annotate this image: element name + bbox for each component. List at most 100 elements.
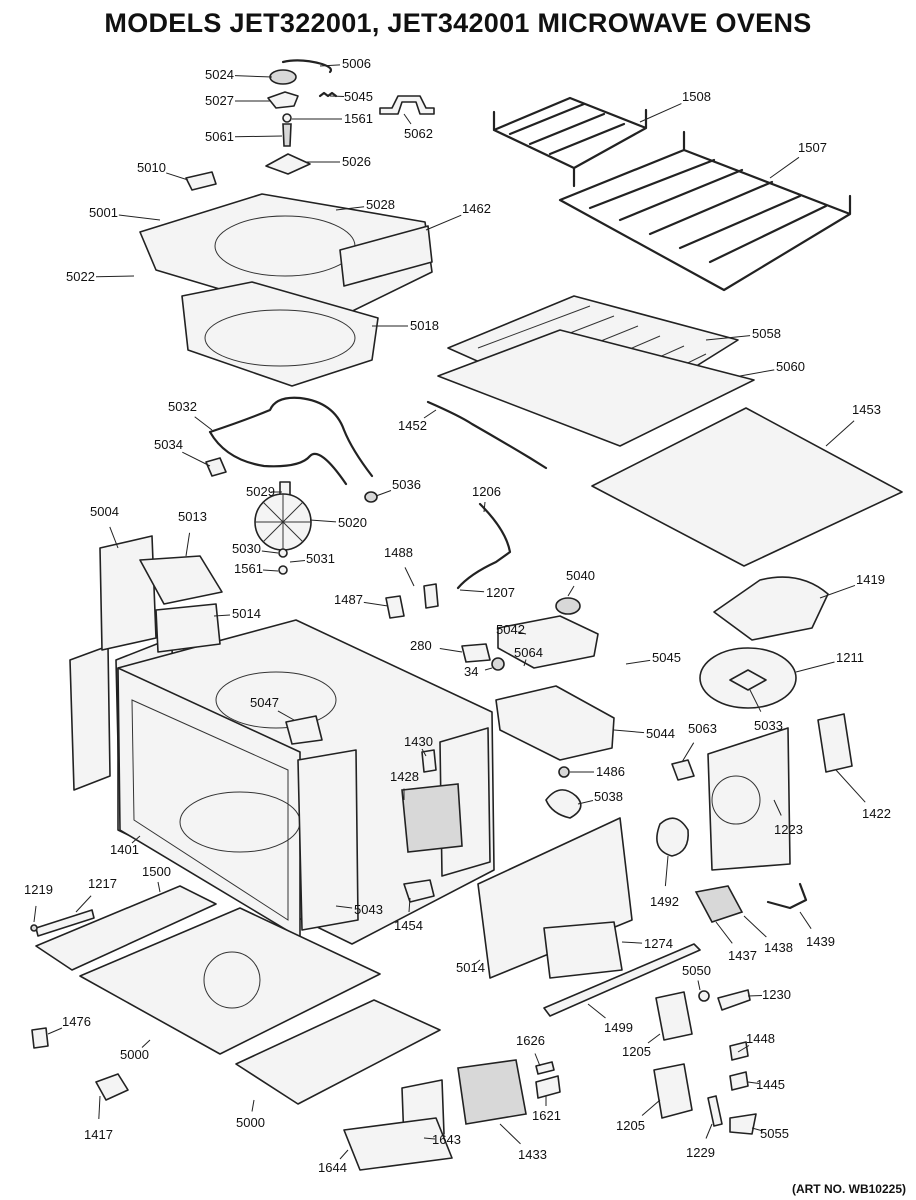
part-callout: 5000 <box>120 1039 151 1062</box>
part-callout: 5022 <box>66 269 135 284</box>
door-frame-rail <box>543 943 701 1017</box>
support-bracket-5043 <box>297 749 359 931</box>
callout-leader <box>664 855 669 887</box>
callout-label: 1462 <box>462 201 491 216</box>
glass-shelf <box>591 407 903 567</box>
part-callout: 1492 <box>650 855 679 909</box>
vent-grille <box>339 225 433 287</box>
callout-leader <box>739 369 775 377</box>
part-callout: 5014 <box>456 959 485 975</box>
part-callout: 5064 <box>514 645 543 667</box>
callout-label: 5036 <box>392 477 421 492</box>
stirrer-cover <box>181 281 379 387</box>
callout-leader <box>339 1149 349 1160</box>
part-callout: 1561 <box>292 111 373 126</box>
callout-leader <box>375 490 392 497</box>
label-5063 <box>671 759 695 781</box>
callout-leader <box>131 835 141 844</box>
fan-shroud <box>713 576 829 641</box>
part-callout: 1487 <box>334 592 389 607</box>
part-callout: 1644 <box>318 1149 349 1175</box>
callout-label: 1644 <box>318 1160 347 1175</box>
base-panel-1500 <box>35 885 217 971</box>
callout-leader <box>517 631 527 635</box>
callout-leader <box>234 75 273 78</box>
part-callout: 1433 <box>499 1123 547 1162</box>
callout-leader <box>587 1003 606 1019</box>
callout-leader <box>474 959 481 965</box>
fan-motor <box>694 885 744 923</box>
callout-label: 5018 <box>410 318 439 333</box>
callout-label: 34 <box>464 664 478 679</box>
callout-leader <box>166 172 189 181</box>
callout-label: 5038 <box>594 789 623 804</box>
turntable-hub <box>729 669 767 691</box>
spring-5050 <box>698 990 710 1002</box>
callout-leader <box>363 601 389 607</box>
callout-label: 5058 <box>752 326 781 341</box>
callout-leader <box>157 881 161 893</box>
part-callout: 1626 <box>516 1033 545 1067</box>
mode-plate <box>285 715 323 745</box>
small-wire-rack <box>492 96 648 188</box>
callout-label: 1419 <box>856 572 885 587</box>
mounting-strap <box>379 95 435 115</box>
stirrer-pulley <box>269 69 297 85</box>
callout-leader <box>747 995 763 997</box>
callout-label: 5010 <box>137 160 166 175</box>
part-callout: 5030 <box>232 541 279 556</box>
callout-labels: 5006502450455027156150625061502650101508… <box>24 56 891 1175</box>
part-callout: 1205 <box>622 1033 661 1059</box>
callout-leader <box>799 911 812 929</box>
callout-label: 1274 <box>644 936 673 951</box>
lever-1229 <box>707 1095 723 1127</box>
callout-label: 1453 <box>852 402 881 417</box>
part-callout: 1499 <box>587 1003 633 1035</box>
callout-label: 1430 <box>404 734 433 749</box>
part-callout: 5018 <box>372 318 439 333</box>
side-bracket-5004 <box>99 535 157 651</box>
fan-clip <box>278 565 288 575</box>
diagram-title: MODELS JET322001, JET342001 MICROWAVE OV… <box>104 8 812 38</box>
element-nut <box>364 491 378 503</box>
callout-label: 1206 <box>472 484 501 499</box>
callout-leader <box>681 742 695 763</box>
broiler-pan <box>437 329 755 447</box>
part-callout: 34 <box>464 664 493 679</box>
part-callout: 1500 <box>142 864 171 893</box>
part-callout: 5014 <box>213 606 261 621</box>
fan-motor-opening <box>711 775 761 825</box>
callout-leader <box>621 941 643 944</box>
fan-blade-1492 <box>656 817 689 857</box>
waveguide-5014 <box>155 603 221 653</box>
callout-label: 5014 <box>456 960 485 975</box>
part-callout: 1476 <box>47 1014 91 1035</box>
callout-label: 5014 <box>232 606 261 621</box>
door-latch-1422 <box>817 713 853 773</box>
bracket-5044 <box>495 685 615 761</box>
callout-leader <box>499 1123 521 1145</box>
callout-label: 5062 <box>404 126 433 141</box>
part-callout: 5055 <box>751 1126 789 1141</box>
callout-label: 5033 <box>754 718 783 733</box>
part-callout: 5045 <box>329 89 373 104</box>
part-callout: 5036 <box>375 477 421 497</box>
rear-panel <box>477 817 633 979</box>
part-callout: 1621 <box>532 1096 561 1123</box>
part-callout: 5006 <box>319 56 371 71</box>
drive-motor-mount <box>497 615 599 669</box>
callout-label: 1417 <box>84 1127 113 1142</box>
part-callout: 1507 <box>769 140 827 179</box>
callout-leader <box>737 1045 750 1053</box>
part-callout: 1205 <box>616 1099 661 1133</box>
part-callout: 1438 <box>743 915 793 955</box>
hinge-1217 <box>35 909 95 937</box>
part-callout: 1217 <box>75 876 117 913</box>
screw-1219 <box>30 924 38 932</box>
callout-label: 5006 <box>342 56 371 71</box>
part-callout: 1452 <box>398 409 437 433</box>
stirrer-washer <box>282 113 292 123</box>
callout-leader <box>773 799 782 816</box>
callout-leader <box>423 409 437 419</box>
